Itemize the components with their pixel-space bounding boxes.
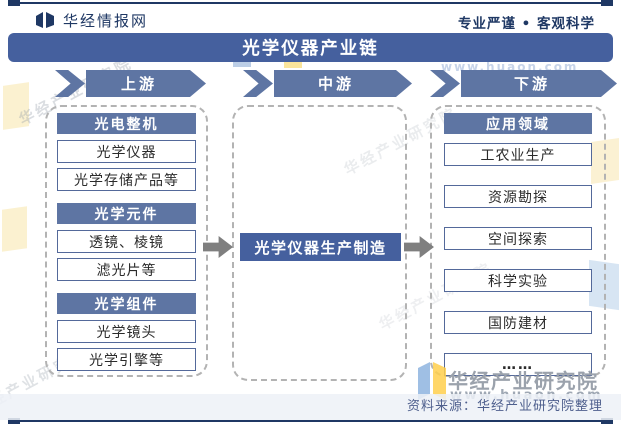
list-item: 光学存储产品等 (57, 168, 196, 191)
list-item: 工农业生产 (444, 143, 592, 166)
top-rule (8, 2, 613, 4)
upstream-group-machines: 光电整机 光学仪器 光学存储产品等 (57, 113, 196, 191)
upstream-group-components: 光学组件 光学镜头 光学引擎等 (57, 293, 196, 371)
top-rule-left-cap (8, 0, 20, 6)
bottom-rule (8, 420, 613, 422)
list-item: 光学引擎等 (57, 348, 196, 371)
chevron-icon (55, 70, 85, 97)
list-item: 国防建材 (444, 311, 592, 334)
chevron-icon (243, 70, 273, 97)
book-logo-icon (36, 12, 54, 28)
watermark-name: 华经产业研究院 (448, 369, 599, 393)
upstream-column: 光电整机 光学仪器 光学存储产品等 光学元件 透镜、棱镜 滤光片等 光学组件 光… (45, 105, 208, 377)
group-header: 光学组件 (57, 293, 196, 314)
source-note: 资料来源：华经产业研究院整理 (406, 399, 603, 414)
list-item: 光学仪器 (57, 140, 196, 163)
list-item: 光学镜头 (57, 320, 196, 343)
brand: 华经情报网 (34, 10, 148, 31)
midstream-box: 光学仪器生产制造 (240, 233, 401, 261)
group-header: 应用领域 (444, 113, 592, 134)
watermark-book-icon (418, 362, 446, 400)
list-item: 空间探索 (444, 227, 592, 250)
top-rule-right-cap (601, 0, 613, 6)
watermark-yellow-page (2, 206, 27, 252)
stage-banner-upstream: 上游 (86, 70, 206, 97)
chart-title: 光学仪器产业链 (8, 33, 613, 62)
brand-name: 华经情报网 (63, 12, 149, 30)
list-item: 透镜、棱镜 (57, 230, 196, 253)
tagline: 专业严谨 • 客观科学 (457, 16, 595, 32)
list-item: 资源勘探 (444, 185, 592, 208)
footer-bar (0, 394, 621, 420)
list-item: …… (444, 353, 592, 376)
upstream-group-elements: 光学元件 透镜、棱镜 滤光片等 (57, 203, 196, 281)
group-header: 光电整机 (57, 113, 196, 134)
midstream-column: 光学仪器生产制造 (232, 105, 407, 381)
bottom-rule-left-cap (8, 418, 20, 424)
downstream-column: 应用领域 工农业生产 资源勘探 空间探索 科学实验 国防建材 …… (430, 105, 606, 377)
header-row: 华经情报网 专业严谨 • 客观科学 (0, 8, 621, 32)
list-item: 滤光片等 (57, 258, 196, 281)
stage-banner-downstream: 下游 (461, 70, 617, 97)
group-header: 光学元件 (57, 203, 196, 224)
stage-upstream: 上游 中游 下游 (0, 70, 621, 97)
bottom-rule-right-cap (601, 418, 613, 424)
chevron-icon (430, 70, 460, 97)
stage-banner-midstream: 中游 (274, 70, 412, 97)
list-item: 科学实验 (444, 269, 592, 292)
